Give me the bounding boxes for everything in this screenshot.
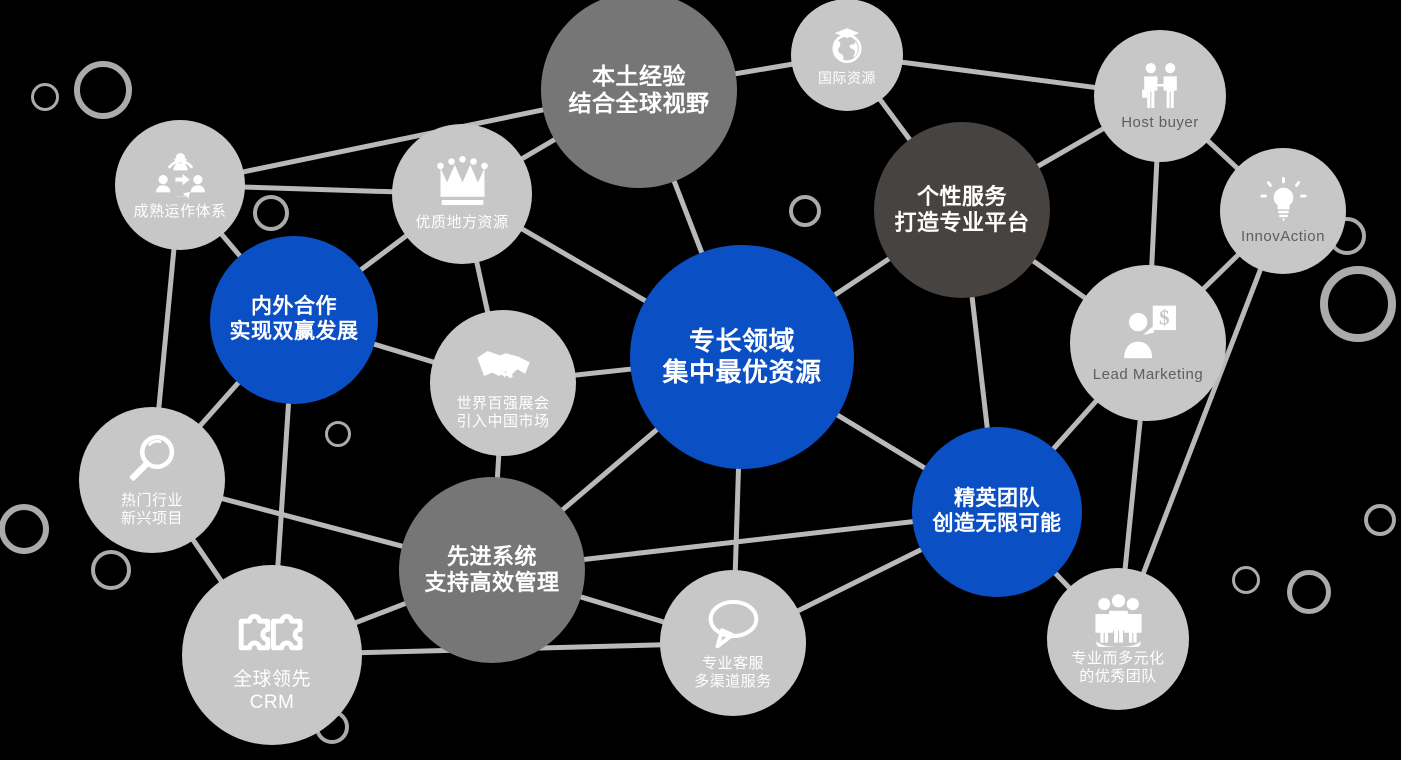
connector-line <box>1122 414 1144 575</box>
node-label: InnovAction <box>1241 228 1325 246</box>
node-label: Host buyer <box>1121 114 1199 132</box>
puzzle-icon <box>237 596 307 666</box>
decorative-ring <box>1364 504 1396 536</box>
node-label: 先进系统 支持高效管理 <box>424 544 560 595</box>
decorative-ring <box>0 504 49 554</box>
connector-line <box>574 593 670 626</box>
decorative-ring <box>31 83 59 111</box>
node-label: 专业而多元化 的优秀团队 <box>1071 650 1165 685</box>
connector-line <box>1027 256 1091 303</box>
node-diverse-excellent-team[interactable]: 专业而多元化 的优秀团队 <box>1047 568 1189 710</box>
connector-line <box>1139 263 1265 579</box>
connector-line <box>577 518 920 563</box>
connector-line <box>792 545 927 615</box>
node-internal-external-cooperation[interactable]: 内外合作 实现双赢发展 <box>210 236 378 404</box>
connector-line <box>670 175 706 259</box>
two-people-icon <box>1135 60 1186 111</box>
node-label: 成熟运作体系 <box>133 203 227 221</box>
connector-line <box>473 255 491 319</box>
decorative-ring <box>325 421 351 447</box>
node-label: 优质地方资源 <box>415 214 509 232</box>
connector-line <box>829 254 895 300</box>
decorative-ring <box>74 61 132 119</box>
node-local-global-vision[interactable]: 本土经验 结合全球视野 <box>541 0 737 188</box>
handshake-icon <box>475 335 532 392</box>
connector-line <box>969 290 991 435</box>
connector-line <box>1198 249 1244 294</box>
connector-line <box>216 229 245 262</box>
connector-line <box>896 59 1102 91</box>
node-professional-customer-service[interactable]: 专业客服 多渠道服务 <box>660 570 806 716</box>
connector-line <box>1048 395 1102 455</box>
connector-line <box>349 599 412 627</box>
node-international-resources[interactable]: 国际资源 <box>791 0 903 111</box>
node-personalized-service-platform[interactable]: 个性服务 打造专业平台 <box>874 122 1050 298</box>
lightbulb-icon <box>1259 176 1308 225</box>
node-hot-industry-projects[interactable]: 热门行业 新兴项目 <box>79 407 225 553</box>
connector-line <box>368 340 440 366</box>
node-label: 精英团队 创造无限可能 <box>932 487 1062 535</box>
node-label: 热门行业 新兴项目 <box>120 492 183 527</box>
decorative-ring <box>789 195 821 227</box>
node-label: 国际资源 <box>818 70 876 87</box>
connector-line <box>569 366 638 379</box>
three-people-icon <box>1091 592 1146 651</box>
connector-line <box>195 377 244 431</box>
crown-icon <box>435 156 490 211</box>
node-label: 个性服务 打造专业平台 <box>894 184 1030 235</box>
node-advanced-system-management[interactable]: 先进系统 支持高效管理 <box>399 477 585 663</box>
node-label: Lead Marketing <box>1092 366 1204 384</box>
node-quality-local-resources[interactable]: 优质地方资源 <box>392 124 532 264</box>
connector-line <box>1149 155 1160 272</box>
decorative-ring <box>1232 566 1260 594</box>
magnifier-icon <box>124 432 181 489</box>
connector-line <box>557 424 663 515</box>
connector-line <box>831 410 931 473</box>
people-cycle-icon <box>155 149 206 200</box>
node-specialty-best-resources[interactable]: 专长领域 集中最优资源 <box>630 245 854 469</box>
connector-line <box>732 462 742 577</box>
connector-line <box>188 534 226 587</box>
node-elite-team-possibility[interactable]: 精英团队 创造无限可能 <box>912 427 1082 597</box>
connector-line <box>156 243 177 414</box>
node-global-leading-crm[interactable]: 全球领先 CRM <box>182 565 362 745</box>
node-label: 本土经验 结合全球视野 <box>568 62 710 116</box>
node-lead-marketing[interactable]: $ Lead Marketing <box>1070 265 1226 421</box>
node-innovaction[interactable]: InnovAction <box>1220 148 1346 274</box>
node-label: 专长领域 集中最优资源 <box>662 326 822 387</box>
node-top-expo-to-china[interactable]: 世界百强展会 引入中国市场 <box>430 310 576 456</box>
node-label: 全球领先 CRM <box>232 669 311 713</box>
person-dollar-speech-icon: $ <box>1118 302 1179 363</box>
connector-line <box>216 495 409 550</box>
decorative-ring <box>253 195 289 231</box>
connector-line <box>875 94 915 146</box>
node-label: 内外合作 实现双赢发展 <box>229 295 359 343</box>
connector-line <box>516 224 652 306</box>
connector-line <box>729 61 799 77</box>
node-host-buyer[interactable]: Host buyer <box>1094 30 1226 162</box>
connector-line <box>275 397 292 572</box>
connector-line <box>238 184 399 195</box>
node-label: 世界百强展会 引入中国市场 <box>456 395 550 430</box>
connector-line <box>494 449 502 484</box>
speech-bubble-icon <box>705 595 762 652</box>
connector-line <box>1032 124 1109 171</box>
decorative-ring <box>91 550 131 590</box>
connector-line <box>355 231 412 275</box>
decorative-ring <box>1320 266 1396 342</box>
connector-line <box>1202 135 1243 174</box>
node-label: 专业客服 多渠道服务 <box>694 655 772 690</box>
node-mature-operation-system[interactable]: 成熟运作体系 <box>115 120 245 250</box>
globe-graduation-icon <box>825 23 869 67</box>
svg-text:$: $ <box>1159 308 1169 330</box>
connector-line <box>516 135 561 164</box>
connector-line <box>237 106 550 176</box>
decorative-ring <box>1287 570 1331 614</box>
